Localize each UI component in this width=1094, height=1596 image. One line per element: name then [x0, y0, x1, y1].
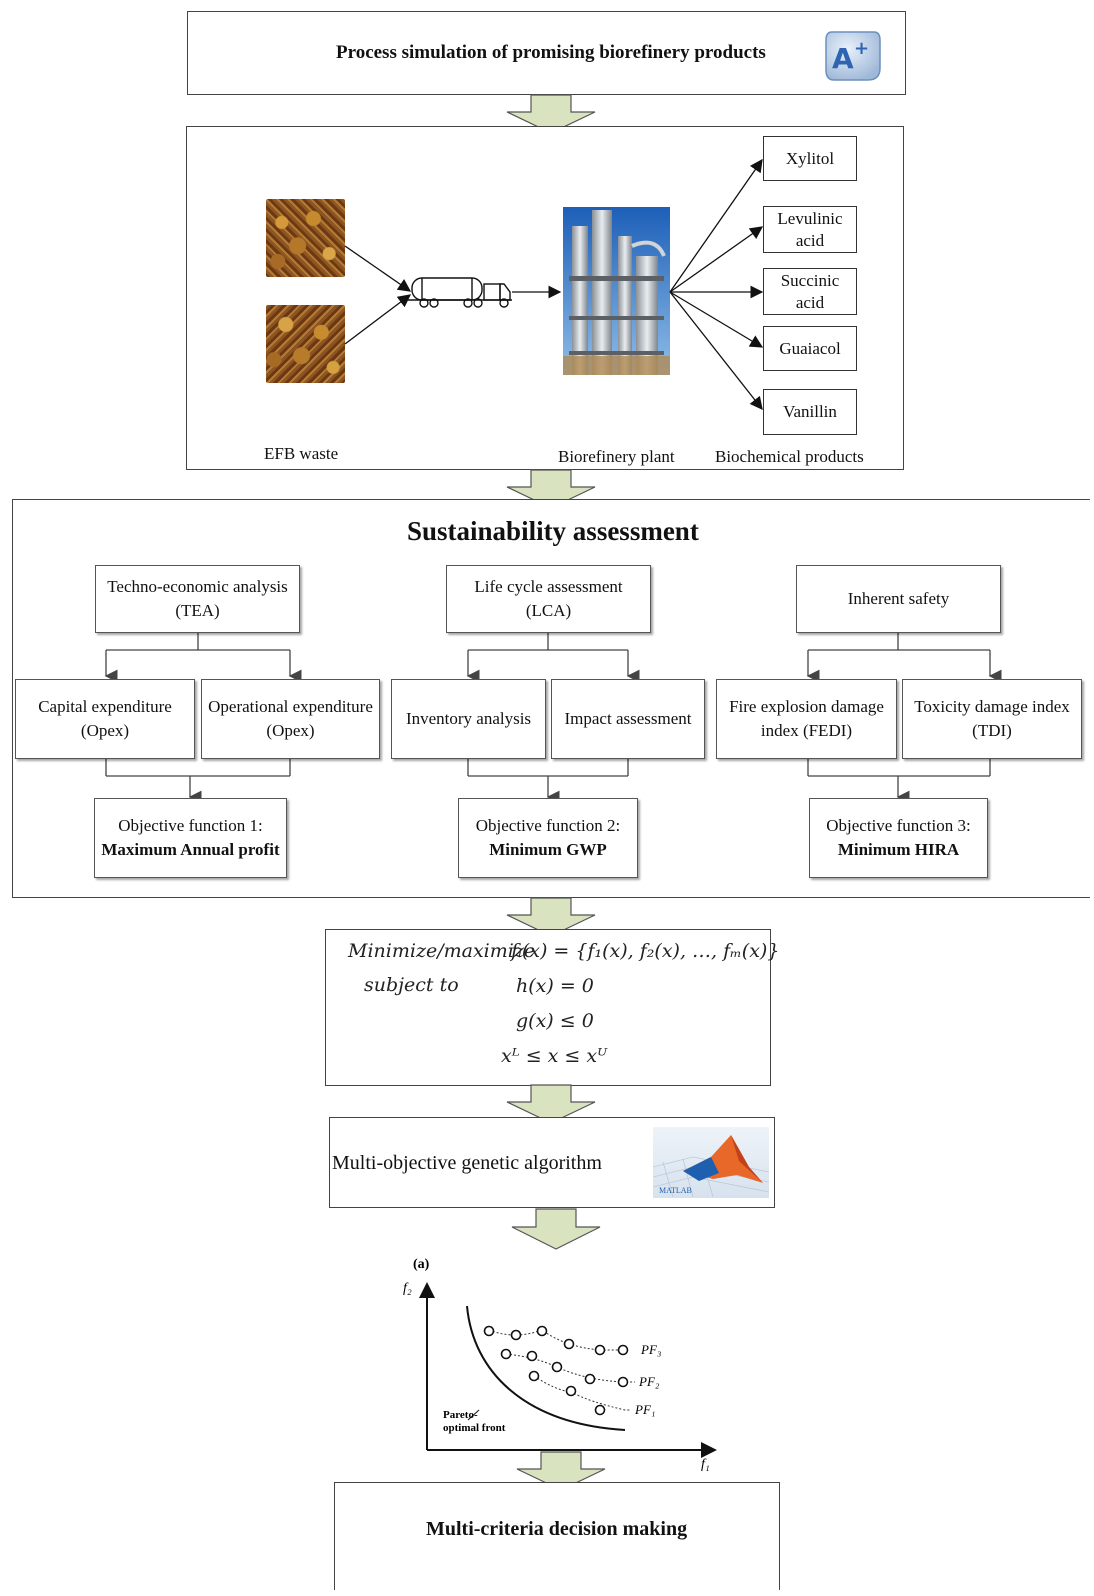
aspen-plus-logo-icon: A + [824, 28, 882, 87]
mcdm-box [334, 1482, 780, 1590]
operational-expenditure-box: Operational expenditure (Opex) [201, 679, 380, 759]
objective-2-line2: Minimum GWP [489, 840, 607, 859]
svg-text:+: + [854, 38, 869, 59]
product-vanillin: Vanillin [763, 389, 857, 435]
product-guaiacol: Guaiacol [763, 326, 857, 371]
truck-icon [408, 277, 512, 308]
objective-3-line1: Objective function 3: [826, 816, 971, 835]
front-label-pf2: PF₂ [638, 1374, 660, 1389]
formula-line1-left: Minimize/maximize [348, 940, 536, 962]
formula-line2-right: h(x) = 0 [516, 975, 594, 997]
pareto-label-pointer [467, 1409, 480, 1421]
pareto-curve-label-2: optimal front [443, 1422, 506, 1434]
formula-line3: g(x) ≤ 0 [516, 1010, 594, 1032]
flow-arrow-3 [506, 897, 596, 937]
front-2-line [505, 1353, 635, 1383]
efb-waste-image-top [266, 199, 345, 277]
tdi-box: Toxicity damage index (TDI) [902, 679, 1082, 759]
formula-line1-right: fᵢ(x) = {f₁(x), f₂(x), …, fₘ(x)} [511, 940, 780, 962]
efb-waste-image-bottom [266, 305, 345, 383]
front-label-pf1: PF₁ [634, 1402, 655, 1417]
plant-to-vanillin-arrow [669, 291, 763, 411]
formula-line4: xᴸ ≤ x ≤ xᵁ [501, 1045, 608, 1067]
flow-arrow-6 [516, 1451, 606, 1491]
mcdm-label: Multi-criteria decision making [426, 1518, 688, 1540]
inherent-safety-head-box: Inherent safety [796, 565, 1001, 633]
matlab-logo-icon: MATLAB [652, 1127, 770, 1198]
biochemical-products-label: Biochemical products [715, 447, 864, 466]
flow-arrow-1 [506, 94, 596, 134]
y-axis-label: f₂ [403, 1281, 412, 1296]
objective-function-2-box: Objective function 2: Minimum GWP [458, 798, 638, 878]
process-flow-svg [344, 158, 764, 411]
biorefinery-plant-label: Biorefinery plant [558, 447, 675, 466]
pareto-optimal-curve [466, 1305, 626, 1431]
flow-arrow-2 [506, 469, 596, 509]
lca-head-box: Life cycle assessment (LCA) [446, 565, 651, 633]
biorefinery-plant-image [563, 207, 670, 375]
process-simulation-title: Process simulation of promising biorefin… [336, 42, 766, 63]
product-xylitol: Xylitol [763, 136, 857, 181]
impact-assessment-box: Impact assessment [551, 679, 705, 759]
objective-2-line1: Objective function 2: [475, 816, 621, 835]
efb-to-truck-arrow-2 [344, 294, 412, 345]
svg-text:A: A [832, 42, 854, 75]
objective-1-line2: Maximum Annual profit [101, 840, 280, 859]
plant-to-xylitol-arrow [669, 158, 763, 293]
flow-arrow-5 [511, 1208, 601, 1250]
efb-to-truck-arrow-1 [344, 245, 412, 292]
x-axis-label: f₁ [701, 1457, 710, 1472]
process-simulation-box: Process simulation of promising biorefin… [187, 11, 906, 95]
flow-arrow-4 [506, 1084, 596, 1124]
front-1-line [533, 1375, 631, 1411]
sustainability-connectors [104, 633, 1002, 800]
objective-function-3-box: Objective function 3: Minimum HIRA [809, 798, 988, 878]
fedi-box: Fire explosion damage index (FEDI) [716, 679, 897, 759]
product-levulinic-acid: Levulinic acid [763, 206, 857, 253]
objective-1-line1: Objective function 1: [118, 816, 263, 835]
plant-to-levulinic-arrow [669, 226, 764, 293]
optimization-formula-box [325, 929, 771, 1086]
sustainability-title: Sustainability assessment [407, 516, 699, 546]
product-succinic-acid: Succinic acid [763, 268, 857, 315]
tea-head-box: Techno-economic analysis (TEA) [95, 565, 300, 633]
objective-3-line2: Minimum HIRA [837, 840, 960, 859]
moga-label: Multi-objective genetic algorithm [332, 1152, 602, 1174]
objective-function-1-box: Objective function 1: Maximum Annual pro… [94, 798, 287, 878]
front-3-line [488, 1329, 623, 1351]
plant-to-guaiacol-arrow [669, 291, 764, 348]
efb-waste-label: EFB waste [264, 444, 339, 463]
front-label-pf3: PF₃ [640, 1342, 661, 1357]
capital-expenditure-box: Capital expenditure (Opex) [15, 679, 195, 759]
pareto-curve-label-1: Pareto- [443, 1409, 478, 1421]
inventory-analysis-box: Inventory analysis [391, 679, 546, 759]
formula-line2-left: subject to [364, 974, 459, 996]
panel-label: (a) [413, 1257, 430, 1272]
matlab-logo-text: MATLAB [659, 1186, 692, 1195]
pareto-chart: (a) f₂ f₁ Pareto- optimal front PF₃ PF₂ … [403, 1257, 717, 1472]
